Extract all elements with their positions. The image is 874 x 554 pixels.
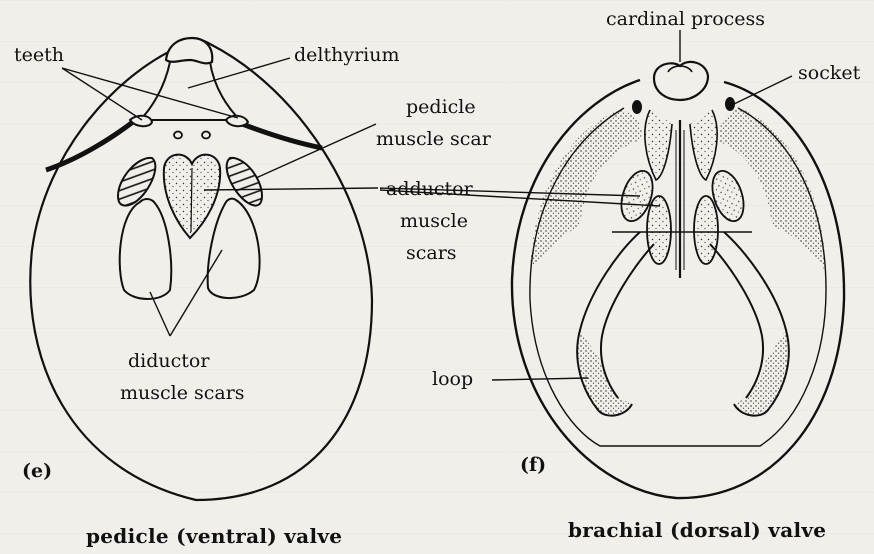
cardinal-process [654,62,708,100]
adductor-scar-f-4 [694,196,718,264]
crura-right [690,110,717,180]
leader-pedicle-scar [256,124,376,178]
pedicle-pore-right [202,132,210,139]
socket-right [725,97,735,111]
label-socket: socket [798,64,860,83]
label-diductor-line2: muscle scars [120,384,245,403]
leader-teeth-left [62,68,142,120]
leader-loop [492,378,588,380]
label-loop: loop [432,370,473,389]
diductor-scar-left [120,199,172,299]
tooth-left [46,118,138,170]
panel-letter-f: (f) [520,456,546,475]
socket-left [632,100,642,114]
pedicle-valve [30,38,378,500]
leader-diductor-left [150,292,170,336]
label-adductor-line1: adductor [386,180,473,199]
caption-brachial-valve: brachial (dorsal) valve [568,520,826,540]
crura-left [645,110,672,180]
leader-adductor-left [204,188,378,190]
delthyrium-plate [140,62,240,120]
diductor-scar-right [208,199,260,298]
label-diductor-line1: diductor [128,352,209,371]
label-adductor-line3: scars [406,244,457,263]
label-pedicle-line2: muscle scar [376,130,491,149]
loop-right-shade [734,330,789,416]
panel-letter-e: (e) [22,462,52,481]
brachial-valve-outline [512,80,844,498]
umbo-beak [166,38,212,63]
label-teeth: teeth [14,46,64,65]
label-cardinal-process: cardinal process [606,10,765,29]
label-pedicle-line1: pedicle [406,98,476,117]
label-delthyrium: delthyrium [294,46,400,65]
pedicle-valve-outline [30,40,372,501]
label-adductor-line2: muscle [400,212,468,231]
caption-pedicle-valve: pedicle (ventral) valve [86,526,342,546]
pedicle-pore-left [174,132,182,139]
leader-teeth-right [62,68,238,118]
